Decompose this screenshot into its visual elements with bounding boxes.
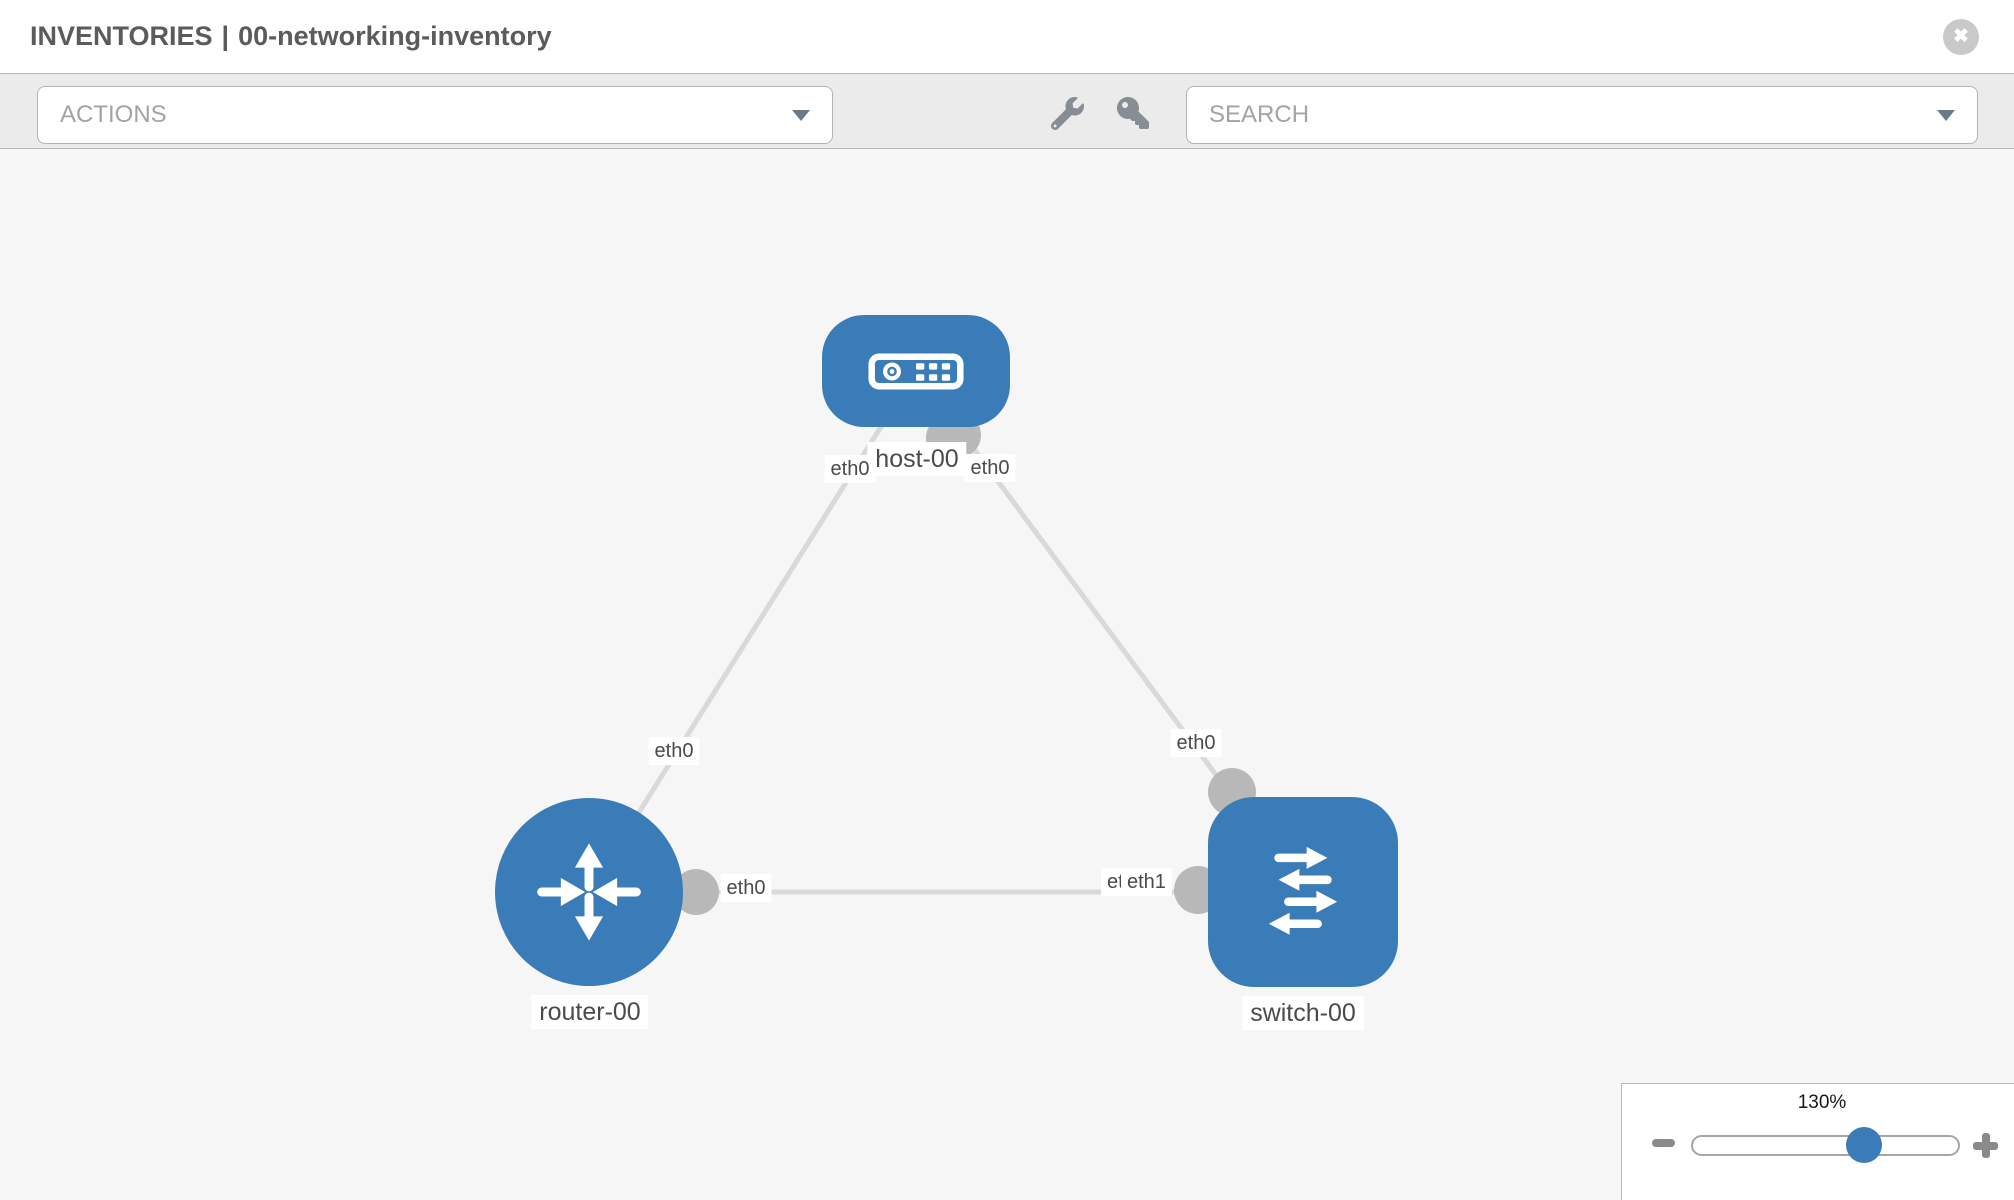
inventory-name: 00-networking-inventory [238, 21, 552, 51]
zoom-out-button[interactable] [1652, 1139, 1675, 1147]
key-icon [1117, 97, 1149, 129]
page-title: INVENTORIES | 00-networking-inventory [30, 21, 552, 52]
interface-label-router-eth0-up: eth0 [648, 737, 700, 765]
actions-dropdown-label: ACTIONS [60, 101, 167, 128]
zoom-in-button[interactable] [1973, 1133, 1998, 1158]
close-icon: ✖ [1953, 26, 1969, 47]
zoom-level-value: 130% [1797, 1092, 1847, 1113]
interface-connector-router-eth0[interactable] [673, 869, 719, 915]
zoom-slider-track[interactable] [1691, 1135, 1960, 1156]
node-host-00[interactable] [822, 315, 1010, 427]
search-dropdown[interactable]: SEARCH [1186, 86, 1978, 144]
breadcrumb-separator: | [221, 21, 230, 51]
configure-button[interactable] [1050, 97, 1084, 135]
chevron-down-icon [1937, 109, 1955, 121]
breadcrumb-section: INVENTORIES [30, 21, 213, 51]
interface-label-switch-eth1-h: eth1 [1121, 868, 1172, 896]
search-dropdown-label: SEARCH [1209, 101, 1310, 128]
topology-links-layer [586, 369, 1306, 915]
chevron-down-icon [792, 109, 810, 121]
node-router-00[interactable] [495, 798, 683, 986]
zoom-panel: 130% [1621, 1083, 2014, 1200]
toolbar: ACTIONS SEARCH [0, 73, 2014, 149]
interface-label-host-eth0-left: eth0 [824, 455, 876, 483]
topology-canvas[interactable]: host-00 router-00 switch-00 eth0 eth0 et… [0, 149, 2014, 1200]
interface-label-host-eth0-right: eth0 [964, 454, 1016, 482]
node-label-host-00: host-00 [867, 442, 967, 476]
server-icon [868, 353, 964, 389]
page-header: INVENTORIES | 00-networking-inventory ✖ [0, 0, 2014, 73]
credentials-button[interactable] [1117, 97, 1149, 134]
zoom-slider-handle[interactable] [1846, 1127, 1882, 1163]
router-arrows-icon [537, 843, 641, 941]
switch-arrows-icon [1268, 846, 1338, 935]
wrench-icon [1050, 97, 1084, 131]
actions-dropdown[interactable]: ACTIONS [37, 86, 833, 144]
node-label-switch-00: switch-00 [1242, 996, 1364, 1030]
node-label-router-00: router-00 [531, 995, 649, 1029]
interface-label-router-eth0-h: eth0 [720, 874, 772, 902]
interface-label-switch-eth0-up: eth0 [1170, 729, 1222, 757]
close-button[interactable]: ✖ [1943, 18, 1979, 55]
node-switch-00[interactable] [1208, 797, 1398, 987]
